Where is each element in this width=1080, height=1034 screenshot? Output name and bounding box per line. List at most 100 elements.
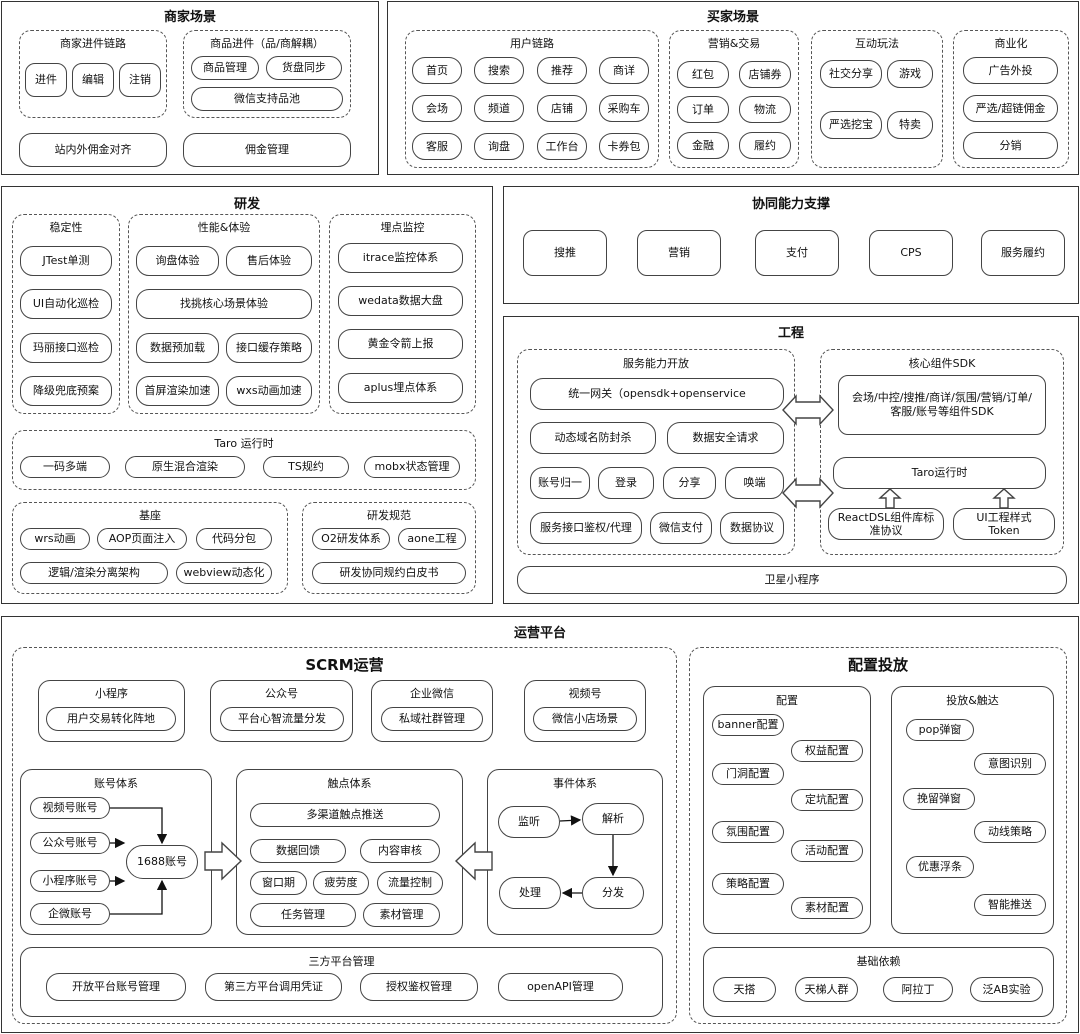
- base-item: 逻辑/渲染分离架构: [20, 562, 168, 584]
- service-open-group: [517, 349, 795, 555]
- touch-item: 数据回馈: [250, 839, 346, 863]
- performance-group: [128, 214, 320, 414]
- performance-item: wxs动画加速: [226, 376, 312, 406]
- rd-spec-group: [302, 502, 476, 594]
- scrm-title: SCRM运营: [305, 656, 384, 674]
- reach-item: 智能推送: [974, 894, 1046, 916]
- channel-title: 小程序: [95, 687, 128, 700]
- collab-section-title: 协同能力支撑: [751, 197, 830, 212]
- account-system-title: 账号体系: [94, 777, 138, 790]
- unified-gateway-box: 统一网关（opensdk+openservice: [530, 378, 784, 410]
- user-item: 询盘: [474, 133, 524, 160]
- touch-item: 疲劳度: [313, 871, 369, 895]
- buyer-section-title: 买家场景: [706, 10, 759, 25]
- service-item: 登录: [598, 467, 654, 499]
- taro-runtime-box: Taro运行时: [833, 457, 1046, 489]
- user-flow-title: 用户链路: [510, 37, 554, 50]
- channel-title: 公众号: [265, 687, 298, 700]
- stability-title: 稳定性: [49, 221, 83, 234]
- user-item: 推荐: [537, 57, 587, 84]
- performance-item: 找挑核心场景体验: [136, 289, 312, 319]
- interaction-title: 互动玩法: [855, 37, 899, 50]
- buyer-section: [387, 1, 1079, 175]
- taro-runtime-group: [12, 430, 476, 490]
- marketing-trade-group: [669, 30, 799, 168]
- base-item: wrs动画: [20, 528, 90, 550]
- service-item: 微信支付: [650, 512, 712, 544]
- account-item: 视频号账号: [30, 797, 110, 819]
- interaction-item: 特卖: [887, 111, 933, 139]
- collab-item: CPS: [869, 230, 953, 276]
- service-open-title: 服务能力开放: [623, 357, 689, 370]
- wechat-pool-box: 微信支持品池: [191, 87, 343, 111]
- product-onboarding-group: [183, 30, 351, 118]
- tracking-title: 埋点监控: [380, 221, 425, 234]
- account-item: 小程序账号: [30, 870, 110, 892]
- touch-item: 任务管理: [250, 903, 356, 927]
- product-manage-box: 商品管理: [191, 56, 259, 80]
- ops-section: [1, 616, 1079, 1033]
- config-item: 氛围配置: [712, 821, 784, 843]
- account-item: 企微账号: [30, 903, 110, 925]
- tracking-item: itrace监控体系: [338, 243, 463, 273]
- base-item: 代码分包: [196, 528, 272, 550]
- performance-item: 首屏渲染加速: [136, 376, 219, 406]
- marketing-item: 物流: [739, 96, 791, 123]
- marketing-item: 履约: [739, 132, 791, 159]
- stability-item: 玛丽接口巡检: [20, 333, 112, 363]
- scrm-group: [12, 647, 677, 1024]
- event-parse-box: 解析: [582, 803, 644, 835]
- config-delivery-title: 配置投放: [847, 656, 908, 674]
- user-item: 频道: [474, 95, 524, 122]
- collab-item: 营销: [637, 230, 721, 276]
- dependency-item: 天搭: [713, 977, 776, 1002]
- tracking-item: 黄金令箭上报: [338, 329, 463, 359]
- core-sdk-title: 核心组件SDK: [908, 357, 976, 370]
- interaction-item: 严选挖宝: [820, 111, 882, 139]
- tracking-item: wedata数据大盘: [338, 286, 463, 316]
- satellite-miniapp-box: 卫星小程序: [517, 566, 1067, 594]
- third-item: 开放平台账号管理: [46, 973, 186, 1001]
- service-item: 服务接口鉴权/代理: [530, 512, 642, 544]
- channel-item: 平台心智流量分发: [220, 707, 344, 731]
- user-item: 店铺: [537, 95, 587, 122]
- user-item: 工作台: [537, 133, 587, 160]
- reach-group-title: 投放&触达: [946, 694, 999, 707]
- collab-item: 搜推: [523, 230, 607, 276]
- stability-item: 降级兜底预案: [20, 376, 112, 406]
- channel-title: 视频号: [568, 687, 602, 700]
- performance-item: 接口缓存策略: [226, 333, 312, 363]
- performance-item: 售后体验: [226, 246, 312, 276]
- user-item: 客服: [412, 133, 462, 160]
- service-item: 唤端: [725, 467, 784, 499]
- account-1688-box: 1688账号: [126, 845, 198, 879]
- service-item: 分享: [663, 467, 716, 499]
- react-dsl-box: ReactDSL组件库标准协议: [828, 508, 944, 540]
- reach-item: 挽留弹窗: [903, 788, 975, 810]
- merchant-section-title: 商家场景: [163, 10, 216, 25]
- reach-item: 意图识别: [974, 753, 1046, 775]
- interaction-item: 社交分享: [820, 60, 882, 88]
- third-item: openAPI管理: [498, 973, 623, 1001]
- marketing-item: 订单: [677, 96, 729, 123]
- base-group: [12, 502, 288, 594]
- performance-item: 询盘体验: [136, 246, 219, 276]
- dependency-item: 阿拉丁: [883, 977, 953, 1002]
- service-item: 数据协议: [720, 512, 784, 544]
- marketing-item: 店铺券: [739, 61, 791, 88]
- touch-item: 多渠道触点推送: [250, 803, 440, 827]
- service-item: 账号归一: [530, 467, 590, 499]
- config-item: 素材配置: [791, 897, 863, 919]
- dependency-item: 天梯人群: [795, 977, 858, 1002]
- user-item: 商详: [599, 57, 649, 84]
- taro-item: TS规约: [263, 456, 349, 478]
- commercial-group: [953, 30, 1069, 168]
- touch-item: 内容审核: [360, 839, 440, 863]
- commercial-item: 严选/超链佣金: [963, 95, 1058, 122]
- core-sdk-group: [820, 349, 1064, 555]
- taro-runtime-title: Taro 运行时: [214, 437, 274, 450]
- ui-token-box: UI工程样式Token: [953, 508, 1055, 540]
- taro-item: 一码多端: [20, 456, 110, 478]
- onboard-box: 进件: [25, 63, 67, 97]
- rd-section: [1, 186, 493, 604]
